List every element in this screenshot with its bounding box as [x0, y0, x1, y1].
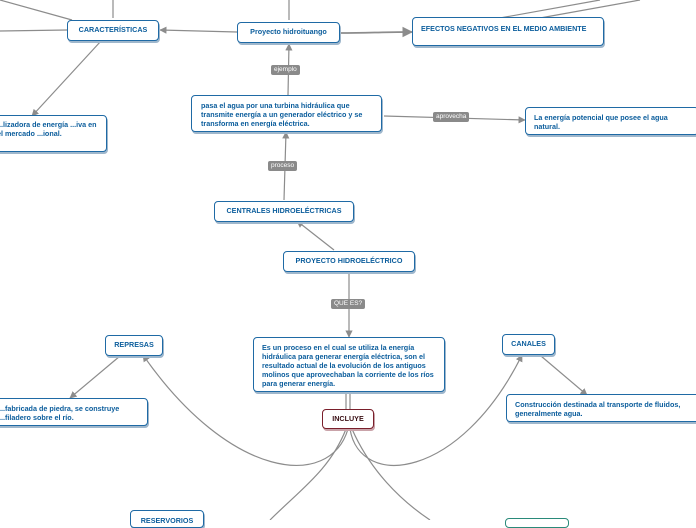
node-caracteristicas-detalle[interactable]: ...lizadora de energía ...iva en el merc…: [0, 115, 107, 152]
link-represas-detail: [69, 355, 121, 399]
node-incluye[interactable]: INCLUYE: [322, 409, 374, 429]
node-proyecto-hidroelectrico-text: PROYECTO HIDROELÉCTRICO: [295, 256, 403, 265]
node-reservorios[interactable]: RESERVORIOS: [130, 510, 204, 528]
link-top-left: [0, 0, 73, 21]
edge-label-ejemplo: ejemplo: [271, 65, 300, 75]
node-proyecto-hidroituango[interactable]: Proyecto hidroituango: [237, 22, 340, 43]
node-represas[interactable]: REPRESAS: [105, 335, 163, 356]
node-represas-detalle-text: ...fabricada de piedra, se construye ...…: [0, 404, 120, 422]
node-definicion[interactable]: Es un proceso en el cual se utiliza la e…: [253, 337, 445, 392]
node-canales-text: CANALES: [511, 339, 546, 348]
link-proyecto-caracteristicas: [159, 26, 238, 34]
node-canales[interactable]: CANALES: [502, 334, 555, 355]
link-canales-detail: [540, 355, 588, 396]
link-incluye-canales: [349, 354, 523, 466]
node-canales-detalle-text: Construcción destinada al transporte de …: [515, 400, 681, 418]
node-caracteristicas[interactable]: CARACTERÍSTICAS: [67, 20, 159, 41]
link-top-right2: [539, 0, 641, 19]
node-caracteristicas-detalle-text: ...lizadora de energía ...iva en el merc…: [0, 120, 97, 138]
node-represas-text: REPRESAS: [114, 340, 154, 349]
link-proyectohidro-centrales: [296, 220, 335, 251]
link-caracteristicas-detail: [31, 40, 102, 117]
link-top-right1: [499, 0, 601, 19]
node-proyecto-hidroituango-text: Proyecto hidroituango: [250, 27, 327, 36]
link-proyecto-efectos: [339, 26, 414, 38]
node-energia-potencial[interactable]: La energía potencial que posee el agua n…: [525, 107, 696, 135]
node-efectos-negativos[interactable]: EFECTOS NEGATIVOS EN EL MEDIO AMBIENTE: [412, 17, 604, 46]
edge-label-aprovecha: aprovecha: [433, 112, 470, 122]
node-turbina[interactable]: pasa el agua por una turbina hidráulica …: [191, 95, 382, 132]
link-incluye-reservorios: [269, 428, 347, 520]
node-efectos-negativos-text: EFECTOS NEGATIVOS EN EL MEDIO AMBIENTE: [421, 24, 587, 33]
edge-label-proceso: proceso: [268, 161, 298, 171]
node-reservorios-text: RESERVORIOS: [140, 516, 194, 525]
edge-label-que-es: QUE ES?: [331, 299, 366, 309]
node-caracteristicas-text: CARACTERÍSTICAS: [78, 25, 148, 34]
node-definicion-text: Es un proceso en el cual se utiliza la e…: [262, 343, 434, 388]
node-proyecto-hidroelectrico[interactable]: PROYECTO HIDROELÉCTRICO: [283, 251, 415, 272]
link-caracteristicas-left: [0, 29, 68, 32]
node-incluye-text: INCLUYE: [332, 414, 364, 423]
node-canales-detalle[interactable]: Construcción destinada al transporte de …: [506, 394, 696, 422]
link-incluye-bottom-right: [351, 428, 431, 520]
node-represas-detalle[interactable]: ...fabricada de piedra, se construye ...…: [0, 398, 148, 426]
node-turbina-text: pasa el agua por una turbina hidráulica …: [201, 101, 363, 128]
node-centrales-hidroelectricas-text: CENTRALES HIDROELÉCTRICAS: [226, 206, 342, 215]
node-centrales-hidroelectricas[interactable]: CENTRALES HIDROELÉCTRICAS: [214, 201, 354, 222]
node-energia-potencial-text: La energía potencial que posee el agua n…: [534, 113, 668, 131]
